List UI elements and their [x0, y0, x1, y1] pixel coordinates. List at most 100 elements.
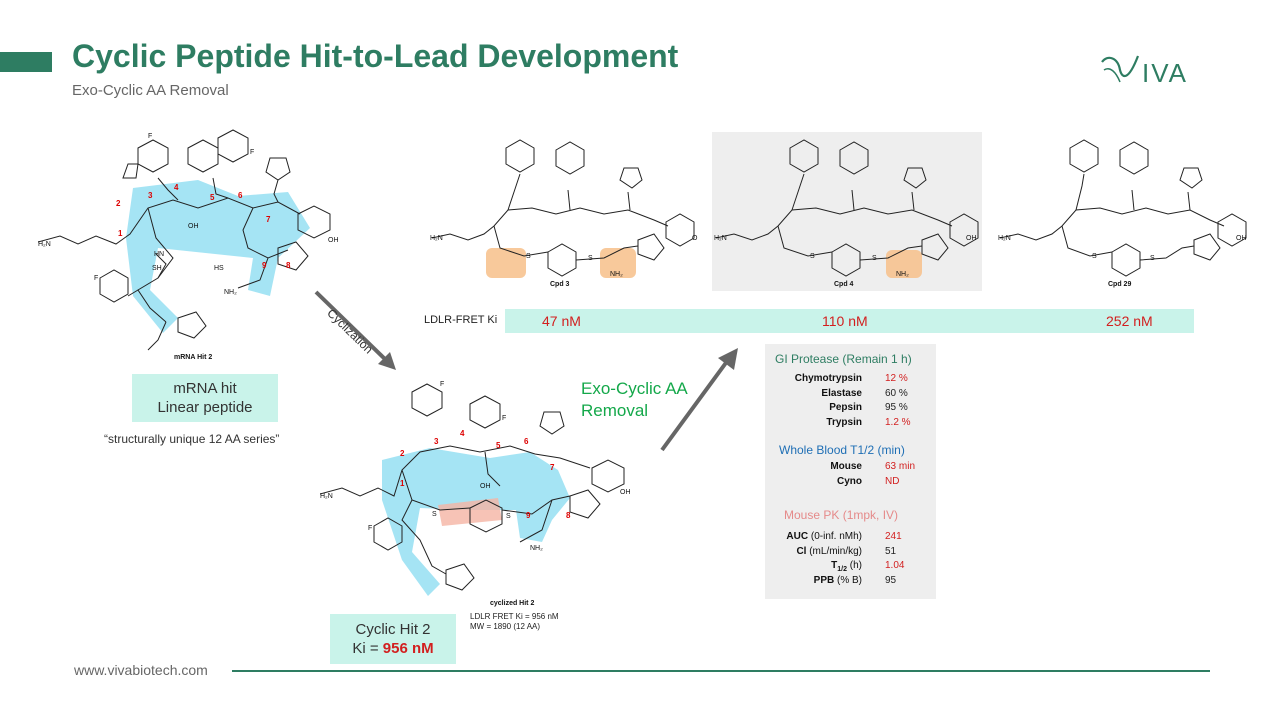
- svg-text:8: 8: [286, 261, 291, 270]
- property-value: 60 %: [885, 387, 908, 399]
- property-name: Cyno: [837, 476, 862, 487]
- property-row: Pepsin 95 %: [765, 402, 936, 416]
- mrna-hit-box-line1: mRNA hit: [173, 380, 237, 397]
- cyclized-hit2-structure: H₂N S S NH₂ OH F F F OH 2 3 4 5 6 7 8 9 …: [320, 381, 631, 596]
- svg-text:F: F: [148, 133, 152, 140]
- svg-text:5: 5: [210, 193, 215, 202]
- property-name: Elastase: [821, 387, 862, 399]
- svg-text:9: 9: [526, 511, 531, 520]
- property-value: 1.2 %: [885, 416, 911, 428]
- svg-text:OH: OH: [480, 483, 491, 490]
- property-value: 63 min: [885, 461, 916, 472]
- property-row: Elastase 60 %: [765, 388, 936, 402]
- svg-text:NH₂: NH₂: [530, 545, 543, 552]
- svg-text:S: S: [588, 255, 593, 262]
- property-row: Mouse 63 min: [765, 461, 936, 475]
- property-value: 1.04: [885, 560, 905, 571]
- whole-blood-title: Whole Blood T1/2 (min): [779, 443, 905, 457]
- property-row: Cl (mL/min/kg) 51: [765, 546, 936, 560]
- property-name: Mouse: [830, 461, 862, 472]
- property-name: Trypsin: [826, 416, 862, 428]
- svg-text:4: 4: [174, 183, 179, 192]
- viva-logo-text: IVA: [1142, 58, 1188, 88]
- svg-text:1: 1: [400, 479, 405, 488]
- svg-text:9: 9: [262, 261, 267, 270]
- property-value: ND: [885, 476, 900, 487]
- svg-text:H₂N: H₂N: [320, 493, 333, 500]
- svg-text:H₂N: H₂N: [430, 235, 443, 242]
- svg-text:F: F: [250, 149, 254, 156]
- svg-text:S: S: [872, 255, 877, 262]
- svg-text:4: 4: [460, 429, 465, 438]
- cyclic-ki-value: 956 nM: [382, 640, 434, 657]
- viva-logo-mark-icon: [1101, 55, 1140, 83]
- cpd4-caption: Cpd 4: [834, 281, 854, 288]
- cyclic-hit-box: Cyclic Hit 2 Ki = 956 nM: [330, 614, 456, 664]
- cyclic-hit-box-line1: Cyclic Hit 2: [355, 621, 431, 638]
- cpd3-structure: H₂N S S OH NH₂: [430, 139, 698, 278]
- svg-text:6: 6: [238, 191, 243, 200]
- ldlr-fret-ki-band: [505, 309, 1194, 333]
- svg-text:S: S: [810, 253, 815, 260]
- title-accent-bar: [0, 52, 52, 72]
- gi-protease-title: GI Protease (Remain 1 h): [775, 352, 912, 366]
- cpd4-highlight-background: [712, 132, 982, 291]
- svg-text:5: 5: [496, 441, 501, 450]
- svg-text:H₂N: H₂N: [714, 235, 727, 242]
- page-title: Cyclic Peptide Hit-to-Lead Development: [72, 38, 679, 74]
- property-value: 95 %: [885, 402, 908, 413]
- cyclized-ki-line: LDLR FRET Ki = 956 nM: [470, 612, 559, 621]
- svg-text:7: 7: [266, 215, 271, 224]
- svg-text:H₂N: H₂N: [38, 241, 51, 248]
- svg-text:7: 7: [550, 463, 555, 472]
- mrna-hit2-structure: H₂N HN SH HS NH₂ OH F F F OH 2 3 4 5 6 7…: [38, 129, 339, 351]
- cyclized-hit2-caption: cyclized Hit 2: [490, 600, 535, 607]
- property-name: Cl (mL/min/kg): [796, 545, 862, 557]
- cyclic-ki-prefix: Ki =: [352, 640, 383, 657]
- cpd29-ki-value: 252 nM: [1106, 313, 1153, 329]
- exo-removal-arrow-icon: [660, 348, 738, 452]
- property-name: AUC (0-inf. nMh): [786, 531, 862, 542]
- svg-text:2: 2: [116, 199, 121, 208]
- svg-text:F: F: [94, 275, 98, 282]
- svg-text:S: S: [432, 511, 437, 518]
- svg-text:NH₂: NH₂: [224, 289, 237, 296]
- ldlr-fret-ki-label: LDLR-FRET Ki: [424, 314, 498, 326]
- exo-line2: Removal: [581, 401, 649, 420]
- property-row: Trypsin 1.2 %: [765, 417, 936, 431]
- property-name: Pepsin: [829, 402, 862, 413]
- property-value: 95: [885, 574, 897, 586]
- property-value: 51: [885, 545, 897, 557]
- mrna-hit-box: mRNA hit Linear peptide: [132, 374, 278, 422]
- svg-text:F: F: [440, 381, 444, 388]
- property-name: Chymotrypsin: [794, 373, 862, 384]
- exo-cyclic-removal-label: Exo-Cyclic AA Removal: [581, 378, 688, 422]
- property-row: T1/2 (h) 1.04: [765, 560, 936, 574]
- svg-text:8: 8: [566, 511, 571, 520]
- property-name: PPB (% B): [813, 574, 862, 586]
- svg-text:OH: OH: [692, 235, 698, 242]
- svg-text:S: S: [1092, 253, 1097, 260]
- svg-text:F: F: [502, 415, 506, 422]
- cpd29-caption: Cpd 29: [1108, 281, 1132, 288]
- svg-text:NH₂: NH₂: [896, 271, 909, 278]
- cyclized-mw-line: MW = 1890 (12 AA): [470, 622, 541, 631]
- property-row: PPB (% B) 95: [765, 575, 936, 589]
- svg-text:OH: OH: [188, 223, 199, 230]
- cpd3-caption: Cpd 3: [550, 281, 570, 288]
- svg-text:SH: SH: [152, 265, 162, 272]
- exo-line1: Exo-Cyclic AA: [581, 379, 688, 398]
- svg-text:OH: OH: [1236, 235, 1247, 242]
- series-quote: “structurally unique 12 AA series”: [104, 432, 280, 446]
- svg-text:3: 3: [434, 437, 439, 446]
- page-subtitle: Exo-Cyclic AA Removal: [72, 82, 229, 99]
- property-name: T1/2 (h): [831, 560, 862, 573]
- cpd4-structure: H₂N S S OH NH₂: [714, 139, 979, 278]
- svg-text:HN: HN: [154, 251, 164, 258]
- svg-text:OH: OH: [620, 489, 631, 496]
- cpd4-ki-value: 110 nM: [822, 313, 868, 329]
- svg-text:3: 3: [148, 191, 153, 200]
- cyclic-hit-box-line2: Ki = 956 nM: [330, 639, 456, 658]
